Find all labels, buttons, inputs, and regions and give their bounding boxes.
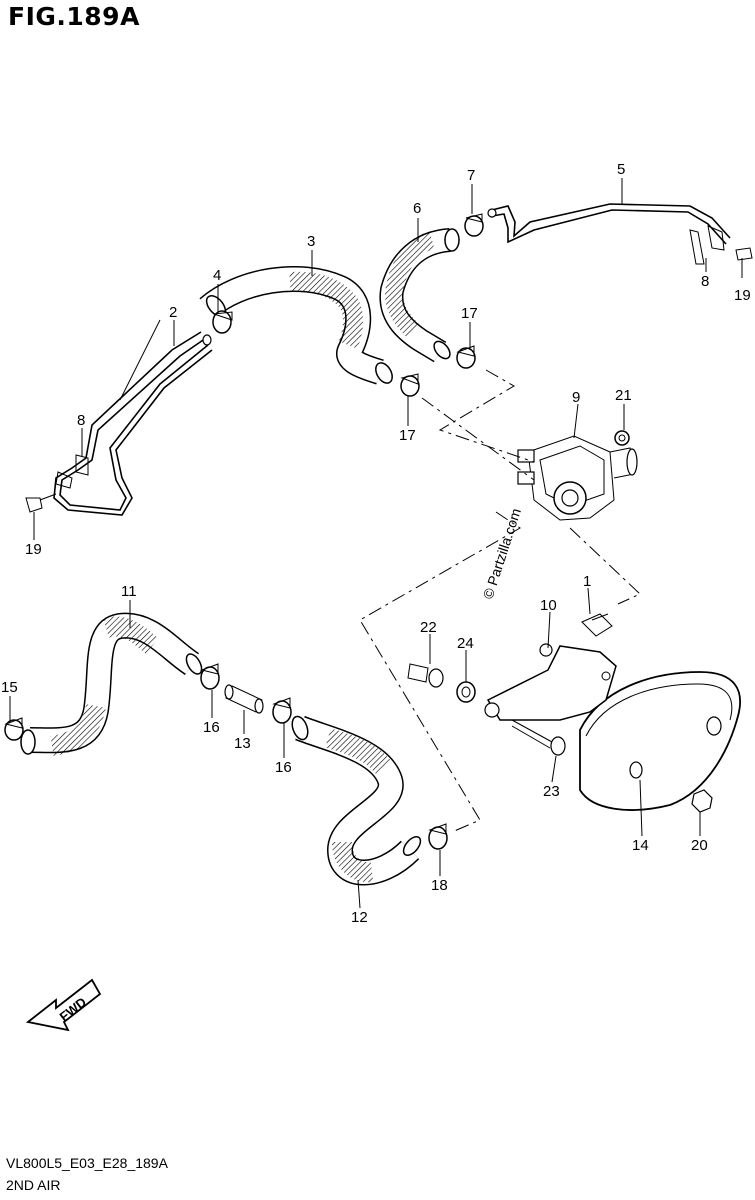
hose-part-3 xyxy=(199,266,393,385)
callout-5: 5 xyxy=(617,161,625,178)
watermark: © Partzilla.com xyxy=(480,506,524,601)
callout-2: 2 xyxy=(169,304,177,321)
bracket-part-10 xyxy=(484,643,617,721)
leader-lines xyxy=(9,178,743,909)
callout-18: 18 xyxy=(431,877,448,894)
callout-11: 11 xyxy=(121,583,137,600)
footer-caption: 2ND AIR xyxy=(6,1177,61,1193)
callout-22: 22 xyxy=(420,619,437,636)
clamp-part-18 xyxy=(428,823,448,850)
callout-15: 15 xyxy=(1,679,18,696)
callout-21: 21 xyxy=(615,387,632,404)
clamp-part-4 xyxy=(212,310,233,334)
bolt-part-22 xyxy=(407,663,444,688)
callout-7: 7 xyxy=(467,167,475,184)
callout-23: 23 xyxy=(543,783,560,800)
bolt-part-23 xyxy=(511,719,566,756)
hose-part-6 xyxy=(379,228,460,363)
grommet-part-24 xyxy=(456,681,476,703)
callout-19-right: 19 xyxy=(734,287,751,304)
callout-4: 4 xyxy=(213,267,221,284)
bracket-part-8-left xyxy=(55,454,89,489)
assembly-lines xyxy=(119,319,641,833)
bracket-part-8-right xyxy=(689,225,725,265)
callout-17-upper: 17 xyxy=(461,305,478,322)
callout-8-right: 8 xyxy=(701,273,709,290)
pipe-part-13 xyxy=(224,684,264,714)
callout-9: 9 xyxy=(572,389,580,406)
clamp-part-7 xyxy=(464,213,484,237)
pipe-part-5 xyxy=(487,203,731,245)
valve-part-9 xyxy=(517,435,638,521)
fwd-arrow-icon: FWD xyxy=(25,978,102,1032)
screw-part-1 xyxy=(581,613,613,637)
callout-6: 6 xyxy=(413,200,421,217)
hose-part-12 xyxy=(291,715,422,886)
clamp-part-17-lower xyxy=(400,373,420,397)
callout-1: 1 xyxy=(583,573,591,590)
clamp-part-17-upper xyxy=(456,345,476,369)
clamp-part-16-left xyxy=(200,663,220,690)
callout-20: 20 xyxy=(691,837,708,854)
bolt-part-19-left xyxy=(25,493,57,513)
bolt-part-19-right xyxy=(735,247,753,261)
callout-8-left: 8 xyxy=(77,412,85,429)
footer-code: VL800L5_E03_E28_189A xyxy=(6,1155,168,1171)
callout-24: 24 xyxy=(457,635,474,652)
figure-title: FIG.189A xyxy=(8,2,140,31)
case-part-14 xyxy=(579,671,741,811)
cap-part-21 xyxy=(614,430,630,446)
callout-14: 14 xyxy=(632,837,649,854)
callout-12: 12 xyxy=(351,909,368,926)
pipe-part-2 xyxy=(53,331,213,516)
callout-16-left: 16 xyxy=(203,719,220,736)
callout-13: 13 xyxy=(234,735,251,752)
clamp-part-16-right xyxy=(272,697,292,724)
callout-17-lower: 17 xyxy=(399,427,416,444)
callout-19-left: 19 xyxy=(25,541,42,558)
callout-3: 3 xyxy=(307,233,315,250)
callout-10: 10 xyxy=(540,597,557,614)
clamp-part-15 xyxy=(4,717,24,741)
nut-part-20 xyxy=(691,789,713,813)
callout-16-right: 16 xyxy=(275,759,292,776)
hose-part-11 xyxy=(20,612,203,756)
callout-labels: 1 2 3 4 5 6 7 8 8 9 10 11 12 13 14 15 16… xyxy=(1,161,751,926)
